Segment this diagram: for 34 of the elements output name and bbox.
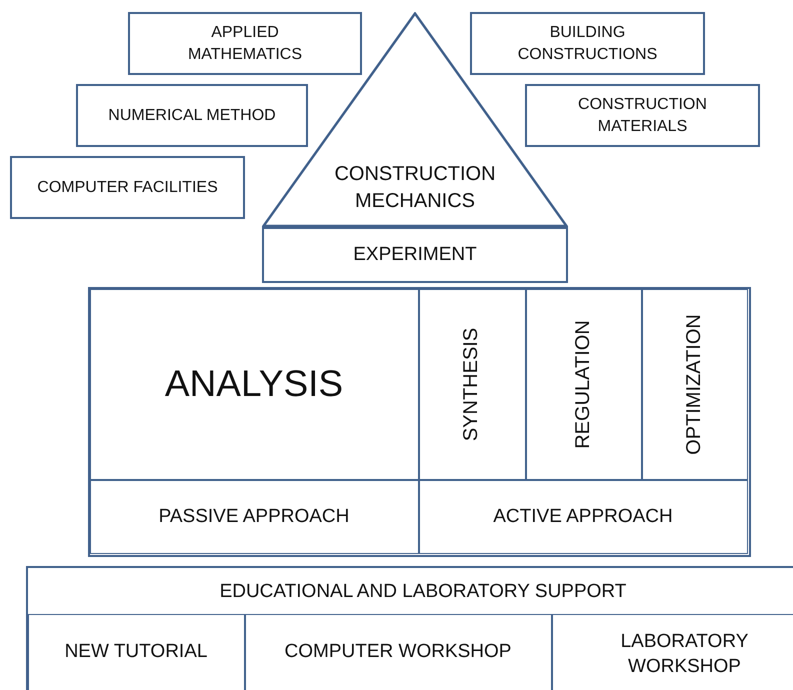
topic-box (76, 84, 308, 147)
box-label: EXPERIMENT (353, 243, 477, 268)
table-cell (244, 614, 552, 690)
vertical-cell-label: SYNTHESIS (460, 327, 484, 441)
box-label: NUMERICAL METHOD (108, 106, 276, 126)
box-label: CONSTRUCTION MECHANICS (333, 162, 497, 214)
box-label: ANALYSIS (164, 362, 344, 406)
box-label: CONSTRUCTION MATERIALS (577, 94, 708, 136)
topic-box (26, 566, 793, 690)
box-label: LABORATORY WORKSHOP (620, 630, 750, 680)
box-label: APPLIED MATHEMATICS (186, 22, 304, 64)
box-label: BUILDING CONSTRUCTIONS (516, 22, 658, 64)
topic-box (262, 227, 568, 283)
table-cell (642, 288, 748, 480)
box-label: ACTIVE APPROACH (493, 504, 673, 529)
table-cell (418, 480, 748, 554)
box-label: EDUCATIONAL AND LABORATORY SUPPORT (220, 580, 626, 604)
table-cell (90, 480, 418, 554)
topic-box (10, 156, 245, 219)
frame-box (88, 286, 750, 556)
vertical-cell-label: OPTIMIZATION (682, 314, 706, 454)
vertical-cell-label: REGULATION (571, 320, 595, 448)
box-label: COMPUTER WORKSHOP (284, 640, 512, 664)
box-label: COMPUTER FACILITIES (37, 178, 218, 198)
topic-box (470, 12, 705, 75)
box-label: NEW TUTORIAL (64, 640, 208, 664)
topic-box (128, 12, 362, 75)
table-cell (28, 614, 244, 690)
box-label: PASSIVE APPROACH (158, 504, 350, 529)
table-cell (526, 288, 642, 480)
topic-box (525, 84, 760, 147)
table-cell (552, 614, 793, 690)
table-cell (418, 288, 526, 480)
table-cell (90, 288, 418, 480)
